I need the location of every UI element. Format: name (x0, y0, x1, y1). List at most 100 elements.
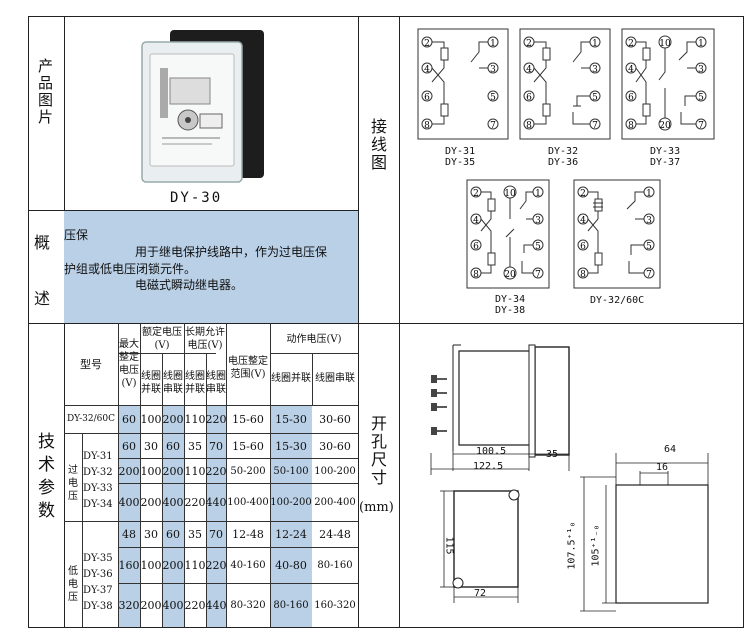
product-photo (140, 28, 268, 186)
frame-bottom (28, 627, 744, 628)
svg-text:5: 5 (535, 242, 541, 252)
svg-text:20: 20 (659, 121, 671, 131)
over-row-r1-c4: 35 (188, 439, 202, 453)
low-row-r1-c1: 48 (122, 528, 136, 541)
over-row-r2-c5: 220 (205, 464, 227, 478)
svg-text:10: 10 (659, 39, 671, 49)
dim-64: 64 (664, 444, 677, 455)
svg-text:6: 6 (628, 93, 634, 103)
svg-text:2: 2 (526, 39, 532, 49)
frame-mid-divider (399, 16, 400, 628)
low-row-r2-c8: 80-160 (317, 560, 353, 571)
low-row-r3-c5: 440 (205, 599, 227, 612)
low-row-r3-c6: 80-320 (230, 600, 266, 611)
wiring-caption-5: DY-32/60C (590, 295, 645, 306)
over-row-r3-c8: 200-400 (314, 497, 356, 508)
low-row-r3-c7: 80-160 (273, 600, 309, 611)
low-row-r2-c3: 200 (162, 559, 184, 572)
low-row-r1-c2: 30 (144, 528, 158, 541)
th-rated: 额定电压(V) (142, 327, 182, 351)
over-row-r2-c1: 200 (118, 464, 140, 478)
th-action: 动作电压(V) (286, 333, 342, 345)
dim-16: 16 (656, 462, 669, 473)
dimension-front-view (430, 485, 530, 605)
svg-text:2: 2 (628, 39, 634, 49)
svg-text:6: 6 (473, 242, 479, 252)
over-row-r1-c8: 30-60 (319, 439, 351, 453)
over-row-r1-c3: 60 (166, 439, 180, 453)
svg-text:7: 7 (698, 121, 704, 131)
svg-text:6: 6 (526, 93, 532, 103)
over-row-r1-c5: 70 (209, 439, 223, 453)
svg-text:2: 2 (473, 189, 479, 199)
over-models: DY-31 DY-32 DY-33 DY-34 (83, 451, 113, 510)
dim-100-5: 100.5 (476, 446, 507, 457)
pin-2: 2 (424, 39, 430, 49)
over-row-r1-c7: 15-30 (275, 439, 307, 453)
svg-text:8: 8 (628, 121, 634, 131)
svg-text:5: 5 (698, 93, 704, 103)
dimension-cutout-view (580, 445, 730, 615)
low-row-r2-c4: 110 (184, 559, 206, 572)
low-models: DY-35 DY-36 DY-37 DY-38 (83, 553, 113, 612)
svg-text:20: 20 (504, 270, 516, 280)
label-overview-1: 概 (34, 233, 51, 252)
th-action-ser: 线圈串联 (315, 372, 355, 384)
svg-text:2: 2 (580, 189, 586, 199)
over-row-r2-c4: 110 (184, 464, 206, 478)
pin-8: 8 (424, 121, 430, 131)
over-row-r3-c6: 100-400 (227, 497, 269, 508)
th-rated-par: 线圈并联 (141, 371, 161, 395)
th-model: 型号 (80, 357, 102, 371)
th-range: 电压整定范围(V) (228, 356, 268, 380)
row-dy3260-c3: 200 (162, 412, 184, 426)
tech-table: 型号 最大整定电压(V) 额定电压(V) 长期允许电压(V) 电压整定范围(V)… (64, 323, 358, 627)
low-row-r2-c1: 160 (118, 559, 140, 572)
wiring-diagram-2: 2 4 6 8 1 3 5 7 (519, 28, 611, 140)
th-long-ser: 线圈串联 (206, 371, 226, 395)
svg-text:3: 3 (698, 65, 704, 75)
svg-text:4: 4 (628, 65, 634, 75)
th-long: 长期允许电压(V) (185, 327, 225, 351)
frame-top (28, 16, 744, 17)
over-row-r2-c6: 50-200 (230, 465, 266, 477)
row-dy3260-c7: 15-30 (275, 412, 307, 426)
over-row-r2-c2: 100 (140, 464, 162, 478)
svg-text:1: 1 (535, 189, 541, 199)
svg-text:1: 1 (698, 39, 704, 49)
low-row-r1-c8: 24-48 (319, 528, 351, 541)
row-dy3260-c8: 30-60 (319, 412, 351, 426)
dimension-side-view (425, 335, 600, 475)
svg-text:1: 1 (592, 39, 598, 49)
label-tech-params: 技术参数 (34, 432, 54, 524)
wiring-diagram-1: 2 4 6 8 1 3 5 7 (417, 28, 509, 140)
th-long-par: 线圈并联 (185, 371, 205, 395)
low-row-r2-c7: 40-80 (275, 559, 307, 572)
dim-107-5: 107.5⁺¹₀ (566, 521, 578, 570)
low-row-r2-c6: 40-160 (230, 560, 266, 571)
pin-7: 7 (490, 121, 496, 131)
svg-text:5: 5 (592, 93, 598, 103)
row-dy3260-c6: 15-60 (232, 412, 264, 426)
label-wiring: 接线图 (368, 118, 387, 172)
row-dy3260-c5: 220 (205, 412, 227, 426)
over-row-r3-c5: 440 (205, 496, 227, 509)
over-row-r1-c2: 30 (144, 439, 158, 453)
low-row-r3-c3: 400 (162, 599, 184, 612)
low-row-r1-c5: 70 (209, 528, 223, 541)
svg-text:6: 6 (580, 242, 586, 252)
svg-text:3: 3 (646, 216, 652, 226)
low-row-r3-c2: 200 (140, 599, 162, 612)
over-row-r1-c1: 60 (122, 439, 136, 453)
frame-right (743, 16, 744, 628)
row-dy3260-c1: 60 (122, 412, 136, 426)
pin-3: 3 (490, 65, 496, 75)
svg-text:8: 8 (526, 121, 532, 131)
th-max-voltage: 最大整定电压(V) (119, 339, 139, 389)
label-overview-2: 述 (34, 289, 51, 308)
overview-fragment: 压保 (64, 228, 89, 242)
overview-blue-block (64, 211, 358, 323)
